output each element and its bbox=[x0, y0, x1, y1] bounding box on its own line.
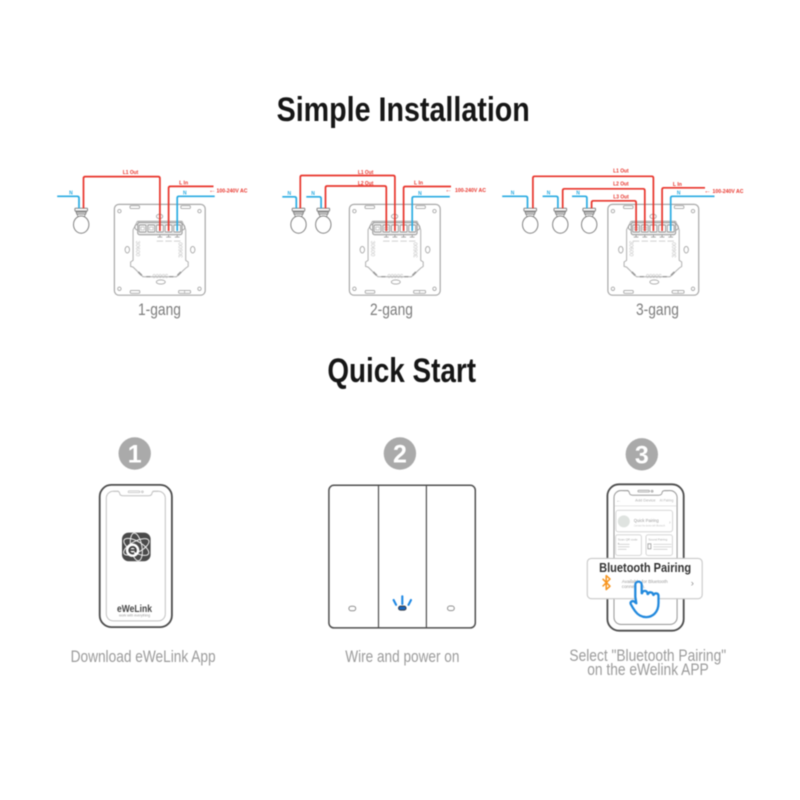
svg-text:›: › bbox=[691, 578, 694, 589]
svg-text:work with everything: work with everything bbox=[119, 613, 150, 617]
svg-text:N: N bbox=[511, 190, 515, 196]
svg-text:N: N bbox=[418, 191, 422, 197]
svg-text:Quick Pairing: Quick Pairing bbox=[634, 518, 660, 523]
svg-text:2: 2 bbox=[393, 441, 407, 469]
svg-text:connection.: connection. bbox=[622, 584, 646, 589]
svg-text:L1 Out: L1 Out bbox=[358, 170, 374, 176]
svg-text:←: ← bbox=[616, 498, 621, 504]
svg-text:100-240V AC: 100-240V AC bbox=[713, 189, 745, 195]
svg-text:Add Device: Add Device bbox=[635, 497, 656, 502]
svg-text:100-240V AC: 100-240V AC bbox=[217, 189, 249, 195]
svg-text:3: 3 bbox=[635, 442, 649, 470]
svg-text:L In: L In bbox=[179, 180, 189, 186]
svg-text:Sound Pairing: Sound Pairing bbox=[648, 537, 667, 541]
svg-text:eWeLink: eWeLink bbox=[117, 604, 152, 615]
svg-text:›: › bbox=[669, 520, 671, 526]
svg-text:N: N bbox=[677, 190, 681, 196]
svg-text:L In: L In bbox=[673, 182, 683, 188]
svg-text:N: N bbox=[576, 190, 580, 196]
svg-text:L2 Out: L2 Out bbox=[358, 181, 374, 187]
svg-text:←: ← bbox=[209, 187, 216, 194]
svg-text:←: ← bbox=[704, 188, 711, 195]
svg-text:Bluetooth Pairing: Bluetooth Pairing bbox=[599, 561, 691, 575]
svg-text:L1 Out: L1 Out bbox=[613, 169, 629, 175]
svg-text:100-240V AC: 100-240V AC bbox=[455, 188, 487, 194]
svg-text:Connect the device with Blueto: Connect the device with Bluetooth bbox=[634, 523, 665, 527]
svg-text:L1 Out: L1 Out bbox=[123, 170, 139, 176]
svg-text:N: N bbox=[183, 191, 187, 197]
svg-text:N: N bbox=[69, 191, 73, 197]
svg-text:Scan QR code: Scan QR code bbox=[618, 537, 638, 541]
svg-text:L2 Out: L2 Out bbox=[613, 181, 629, 187]
svg-text:L3 Out: L3 Out bbox=[613, 194, 629, 200]
svg-text:N: N bbox=[547, 190, 551, 196]
svg-text:N: N bbox=[287, 191, 291, 197]
svg-text:N: N bbox=[311, 191, 315, 197]
svg-text:←: ← bbox=[445, 187, 452, 194]
svg-text:1: 1 bbox=[128, 441, 142, 469]
svg-text:AI Pairing: AI Pairing bbox=[660, 498, 674, 502]
svg-text:Available for Bluetooth: Available for Bluetooth bbox=[622, 579, 668, 584]
svg-text:L In: L In bbox=[414, 180, 424, 186]
